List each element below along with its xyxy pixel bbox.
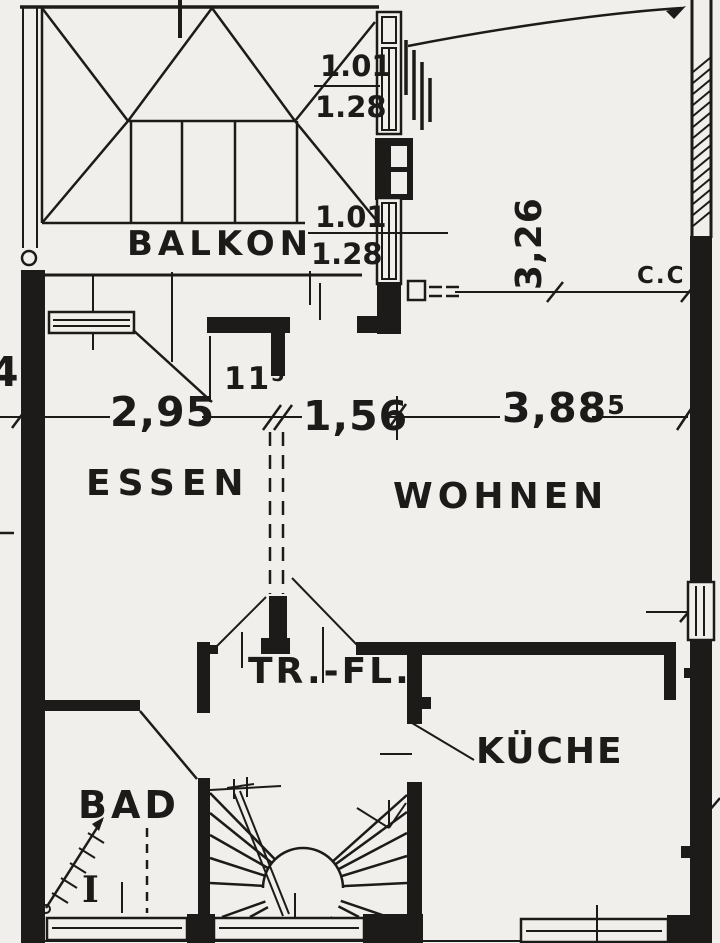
balcony-door-swing <box>132 329 213 403</box>
window-lower-height: 1.28 <box>311 237 383 271</box>
dimension-lines <box>0 85 720 819</box>
dim-left-cut: 4 <box>0 348 20 396</box>
right-wall-window <box>681 580 716 858</box>
dim-passage-width: 1,56 <box>303 392 409 440</box>
dim-essen-width: 2,95 <box>110 388 216 436</box>
room-label-kueche: KÜCHE <box>476 731 624 772</box>
room-divider-dashed <box>268 432 285 594</box>
staircase <box>209 777 408 941</box>
room-label-essen: ESSEN <box>86 463 251 504</box>
facade-stub <box>271 330 285 376</box>
kueche-door-swing <box>411 722 475 761</box>
kueche-door-jamb <box>664 642 676 700</box>
radiator-symbol <box>406 279 459 302</box>
room-label-wohnen: WOHNEN <box>393 476 609 517</box>
north-window-column <box>375 10 432 334</box>
bad-door-swing <box>139 710 198 780</box>
facade-segment <box>207 317 290 333</box>
dim-wall-thickness: 115 <box>224 361 285 397</box>
dim-wohnen-width: 3,885 <box>502 384 625 432</box>
window-upper-height: 1.28 <box>315 90 387 124</box>
kueche-top-wall <box>356 642 667 655</box>
trfl-doors <box>139 577 475 780</box>
left-wall <box>21 270 45 943</box>
dim-wohnen-depth: 3,26 <box>509 197 550 290</box>
balcony-canopy <box>20 0 379 225</box>
essen-balcony-window <box>47 310 213 403</box>
window-lower-width: 1.01 <box>315 200 387 234</box>
bad-marker: I <box>82 869 101 911</box>
bad-fixtures <box>41 817 149 914</box>
bad-top-wall <box>44 700 140 711</box>
bottom-windows <box>45 905 712 943</box>
room-label-balkon: BALKON <box>127 224 314 264</box>
divider-post <box>261 596 290 654</box>
window-upper-width: 1.01 <box>320 49 392 83</box>
exterior-walls <box>21 236 712 943</box>
right-wall-upper <box>690 0 713 238</box>
balcony-railing <box>20 8 362 362</box>
room-label-bad: BAD <box>78 783 180 827</box>
stair-left-wall <box>198 778 210 918</box>
interior-walls <box>44 642 692 918</box>
room-label-trfl: TR.-FL. <box>248 651 412 692</box>
cut-label: C.C <box>637 263 686 289</box>
stair-right-wall <box>407 782 422 918</box>
leader-arrow <box>407 6 686 48</box>
